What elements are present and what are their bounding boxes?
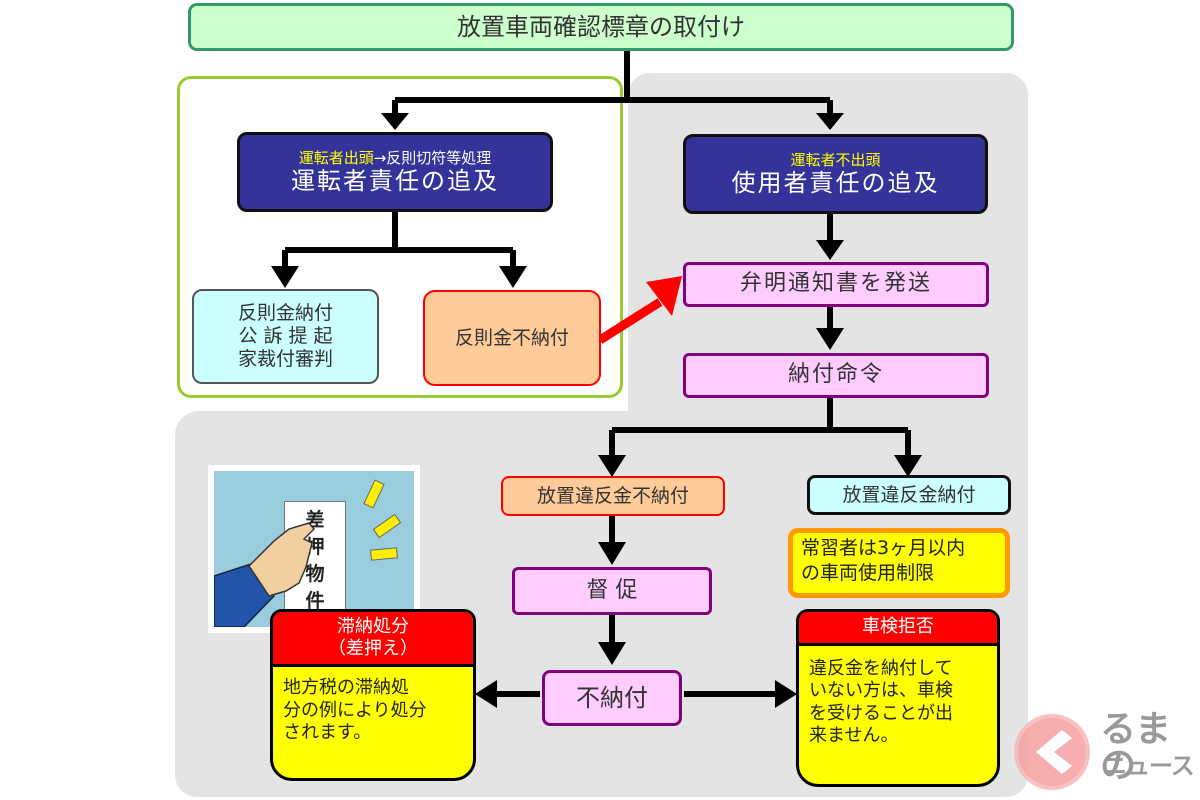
arrowhead-paid-outcome [271,266,299,288]
violation-fee-paid-text: 放置違反金納付 [842,483,976,506]
violation-fee-paid-box: 放置違反金納付 [807,475,1011,515]
red-arrow-head [646,276,682,316]
refusal-body-line: を受けることが出 [809,702,953,724]
paper-char: 件 [305,590,325,612]
habitual-offender-note: 常習者は3ヶ月以内 の車両使用制限 [788,528,1010,598]
driver-responsibility-title: 運転者責任の追及 [291,166,499,195]
hand-and-sparkles [214,479,402,627]
delinquency-disposition-box: 滞納処分 （差押え） 地方税の滞納処 分の例により処分 されます。 [270,609,476,781]
seizure-illustration: 差 押 物 件 [208,465,420,633]
refusal-body-line: 違反金を納付して [809,657,953,679]
driver-appears-label: 運転者出頭 [298,148,374,167]
arrowhead-fine-unpaid [598,455,626,477]
inspection-refusal-box: 車検拒否 違反金を納付して いない方は、車検 を受けることが出 来ません。 [796,609,1000,787]
refusal-body-line: いない方は、車検 [809,680,953,702]
prosecution-line: 公 訴 提 起 [238,325,333,348]
title-box: 放置車両確認標章の取付け [188,3,1014,51]
violation-fee-unpaid-box: 放置違反金不納付 [501,476,725,516]
illustration-background: 差 押 物 件 [214,471,414,627]
watermark-text-top: るまの [1100,709,1171,786]
driver-responsibility-box: 運転者出頭→反則切符等処理 運転者責任の追及 [237,132,553,212]
disposition-body-line: 分の例により処分 [283,699,427,721]
driver-absent-note: 運転者不出頭 [790,150,881,169]
arrowhead-notice [816,240,844,260]
non-payment-box: 不納付 [542,670,682,726]
delinquency-disposition-title: 滞納処分 （差押え） [273,612,473,668]
fine-paid-box: 反則金納付 公 訴 提 起 家裁付審判 [192,289,379,384]
arrowhead-fine-paid [894,455,922,477]
watermark-text-bottom: ニュース [1103,752,1195,780]
sparkle-icon [370,547,398,561]
arrowhead-driver [381,113,409,130]
arrowhead-disposition [475,680,497,708]
arrowhead-order [816,328,844,350]
sparkle-icon [372,513,402,539]
inspection-refusal-body: 違反金を納付して いない方は、車検 を受けることが出 来ません。 [799,646,997,758]
explanation-notice-box: 弁明通知書を発送 [683,262,989,307]
non-payment-text: 不納付 [576,683,648,712]
violation-fee-unpaid-text: 放置違反金不納付 [536,484,689,507]
chevron-left-logo-icon [1014,714,1090,790]
disposition-title-line: （差押え） [328,637,418,659]
connector-title-split [392,51,833,122]
payment-order-text: 納付命令 [787,362,884,388]
connector-driver-split [282,212,516,272]
sparkle-icon [363,479,385,509]
fine-paid-line: 反則金納付 [237,302,333,325]
payment-order-box: 納付命令 [683,353,989,398]
explanation-notice-text: 弁明通知書を発送 [739,271,932,297]
arrowhead-unpaid-outcome [499,266,527,288]
delinquency-disposition-body: 地方税の滞納処 分の例により処分 されます。 [273,667,473,755]
refusal-body-line: 来ません。 [809,725,899,747]
user-responsibility-box: 運転者不出頭 使用者責任の追及 [683,134,988,214]
family-court-line: 家裁付審判 [237,347,333,370]
ticket-processing-label: →反則切符等処理 [373,148,492,167]
disposition-body-line: されます。 [283,722,372,744]
user-responsibility-title: 使用者責任の追及 [731,168,940,197]
hand-icon [248,522,316,597]
arrowhead-nonpay [598,642,626,665]
habitual-note-line: の車両使用制限 [801,561,935,584]
driver-appearance-note: 運転者出頭→反則切符等処理 [299,149,492,167]
arrowhead-refusal [775,680,797,708]
fine-unpaid-box: 反則金不納付 [423,290,601,386]
red-arrow-shaft [597,298,663,344]
habitual-note-line: 常習者は3ヶ月以内 [801,537,966,559]
connector-order-split [609,398,911,457]
reminder-text: 督 促 [586,577,638,603]
inspection-refusal-title: 車検拒否 [799,612,997,646]
paper-char: 物 [305,563,325,585]
title-text: 放置車両確認標章の取付け [457,12,745,41]
fine-unpaid-text: 反則金不納付 [454,326,569,349]
reminder-box: 督 促 [512,567,712,615]
arrowhead-user [816,113,844,130]
watermark-logo: るまの ニュース [1010,708,1200,798]
disposition-title-line: 滞納処分 [337,616,409,637]
disposition-body-line: 地方税の滞納処 [283,677,409,699]
arrowhead-reminder [598,542,626,565]
